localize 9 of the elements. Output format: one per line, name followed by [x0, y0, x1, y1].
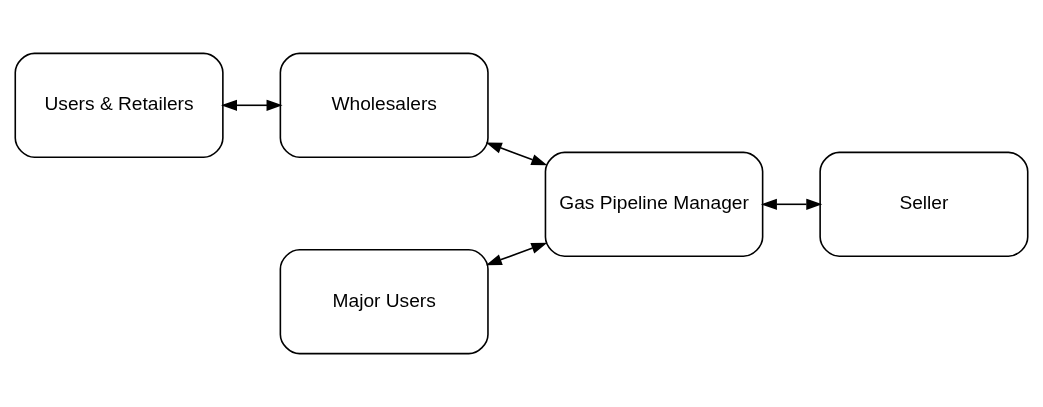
arrow: [221, 99, 283, 111]
arrow: [760, 198, 823, 210]
node-box: Wholesalers: [279, 52, 489, 158]
node-box: Seller: [819, 151, 1029, 257]
node-box: Users & Retailers: [14, 52, 224, 158]
node-box: Major Users: [279, 249, 489, 355]
arrow: [485, 142, 548, 166]
node-box: Gas Pipeline Manager: [544, 151, 764, 257]
arrow: [485, 242, 548, 266]
